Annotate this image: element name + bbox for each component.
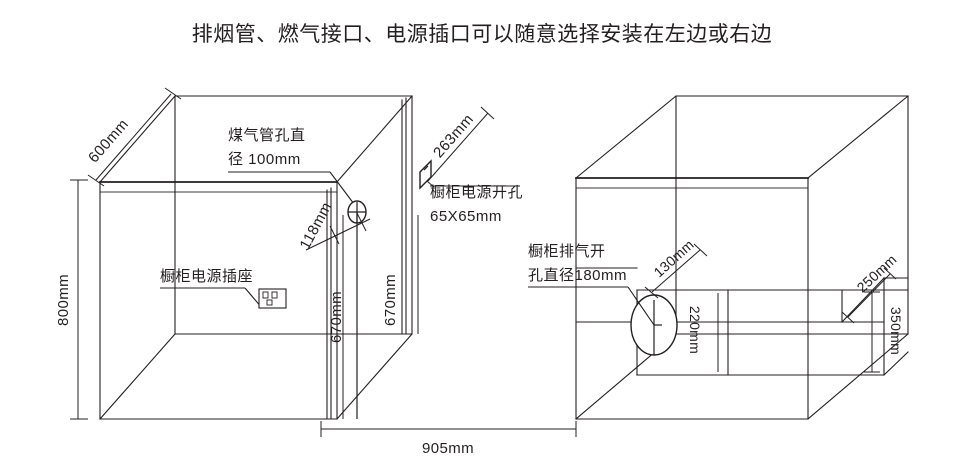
rear-250-tick-end bbox=[883, 267, 897, 280]
socket-pin-right bbox=[271, 291, 278, 299]
socket-pin-bottom bbox=[266, 299, 273, 306]
power-hole-group: 263mm 橱柜电源开孔 65X65mm bbox=[419, 106, 523, 225]
depth-dim-line bbox=[95, 93, 172, 181]
offset-118-dim-line bbox=[305, 218, 371, 251]
power-hole-face bbox=[419, 159, 432, 190]
square-hole-icon bbox=[419, 159, 432, 190]
power-hole-note-line2: 65X65mm bbox=[430, 208, 502, 225]
depth-dim-tick-end bbox=[164, 87, 182, 100]
rear-250-dim-line bbox=[847, 273, 891, 318]
gas-hole-note-line2: 径 100mm bbox=[228, 151, 301, 168]
left-cabinet-group bbox=[99, 95, 413, 420]
left-cabinet-bottom-right-diagonal bbox=[336, 333, 413, 420]
power-hole-263-dim-line bbox=[427, 112, 489, 182]
power-hole-note-line1: 橱柜电源开孔 bbox=[430, 184, 523, 201]
rear-height-dimension-350mm: 350mm bbox=[864, 291, 904, 373]
inner-height-label-670mm-a: 670mm bbox=[328, 291, 345, 343]
exhaust-130-tick-end bbox=[693, 243, 708, 257]
exhaust-leader-diagonal bbox=[627, 286, 655, 326]
exhaust-note-line2: 孔直径180mm bbox=[528, 267, 627, 284]
gas-hole-annotation: 煤气管孔直 径 100mm bbox=[228, 127, 358, 209]
power-socket-note: 橱柜电源插座 bbox=[160, 268, 253, 285]
rear-250-tick-start bbox=[841, 311, 855, 324]
inner-height-dimension-670mm-b: 670mm bbox=[382, 215, 419, 334]
socket-pin-left bbox=[262, 291, 269, 299]
height-dimension-800mm: 800mm bbox=[55, 179, 88, 420]
right-cabinet-top-right-edge bbox=[807, 95, 909, 179]
exhaust-130-dim-line bbox=[651, 249, 701, 293]
right-rear-panel-diagonal-a bbox=[841, 277, 885, 323]
exhaust-height-dimension-220mm: 220mm bbox=[687, 293, 719, 372]
width-dimension-905mm: 905mm bbox=[320, 421, 577, 457]
depth-label-600mm: 600mm bbox=[85, 116, 132, 166]
height-label-800mm: 800mm bbox=[55, 274, 72, 326]
rear-depth-label-250mm: 250mm bbox=[854, 251, 900, 296]
right-cabinet-group bbox=[575, 95, 909, 420]
offset-118-tick-a bbox=[329, 225, 340, 245]
page-title: 排烟管、燃气接口、电源插口可以随意选择安装在左边或右边 bbox=[191, 23, 773, 46]
exhaust-note-line1: 橱柜排气开 bbox=[528, 243, 606, 260]
rear-height-label-350mm: 350mm bbox=[888, 307, 904, 355]
right-cabinet-bottom-right-diagonal bbox=[807, 333, 909, 420]
offset-label-118mm: 118mm bbox=[297, 199, 336, 252]
power-hole-263-tick-end bbox=[480, 106, 495, 120]
exhaust-height-label-220mm: 220mm bbox=[687, 306, 703, 354]
power-socket-icon bbox=[258, 288, 287, 309]
inner-height-label-670mm-b: 670mm bbox=[382, 274, 399, 326]
offset-118-tick-b bbox=[356, 212, 367, 232]
exhaust-130-tick-start bbox=[644, 286, 659, 299]
left-cabinet-top-right-edge bbox=[336, 95, 413, 183]
right-rear-panel-bottom-diagonal bbox=[883, 351, 909, 376]
gas-hole-note-line1: 煤气管孔直 bbox=[228, 127, 306, 144]
depth-dim-tick-start bbox=[87, 174, 105, 187]
width-label-905mm: 905mm bbox=[422, 440, 474, 457]
depth-dimension-600mm: 600mm bbox=[85, 87, 182, 187]
inner-height-dimension-670mm-a: 670mm bbox=[328, 215, 345, 419]
power-hole-mark bbox=[423, 165, 429, 171]
exhaust-hole-annotation: 橱柜排气开 孔直径180mm bbox=[528, 243, 655, 326]
gas-hole-icon bbox=[347, 200, 367, 419]
left-cabinet-bottom-left-diagonal bbox=[99, 333, 176, 420]
power-hole-offset-label-263mm: 263mm bbox=[430, 111, 477, 161]
